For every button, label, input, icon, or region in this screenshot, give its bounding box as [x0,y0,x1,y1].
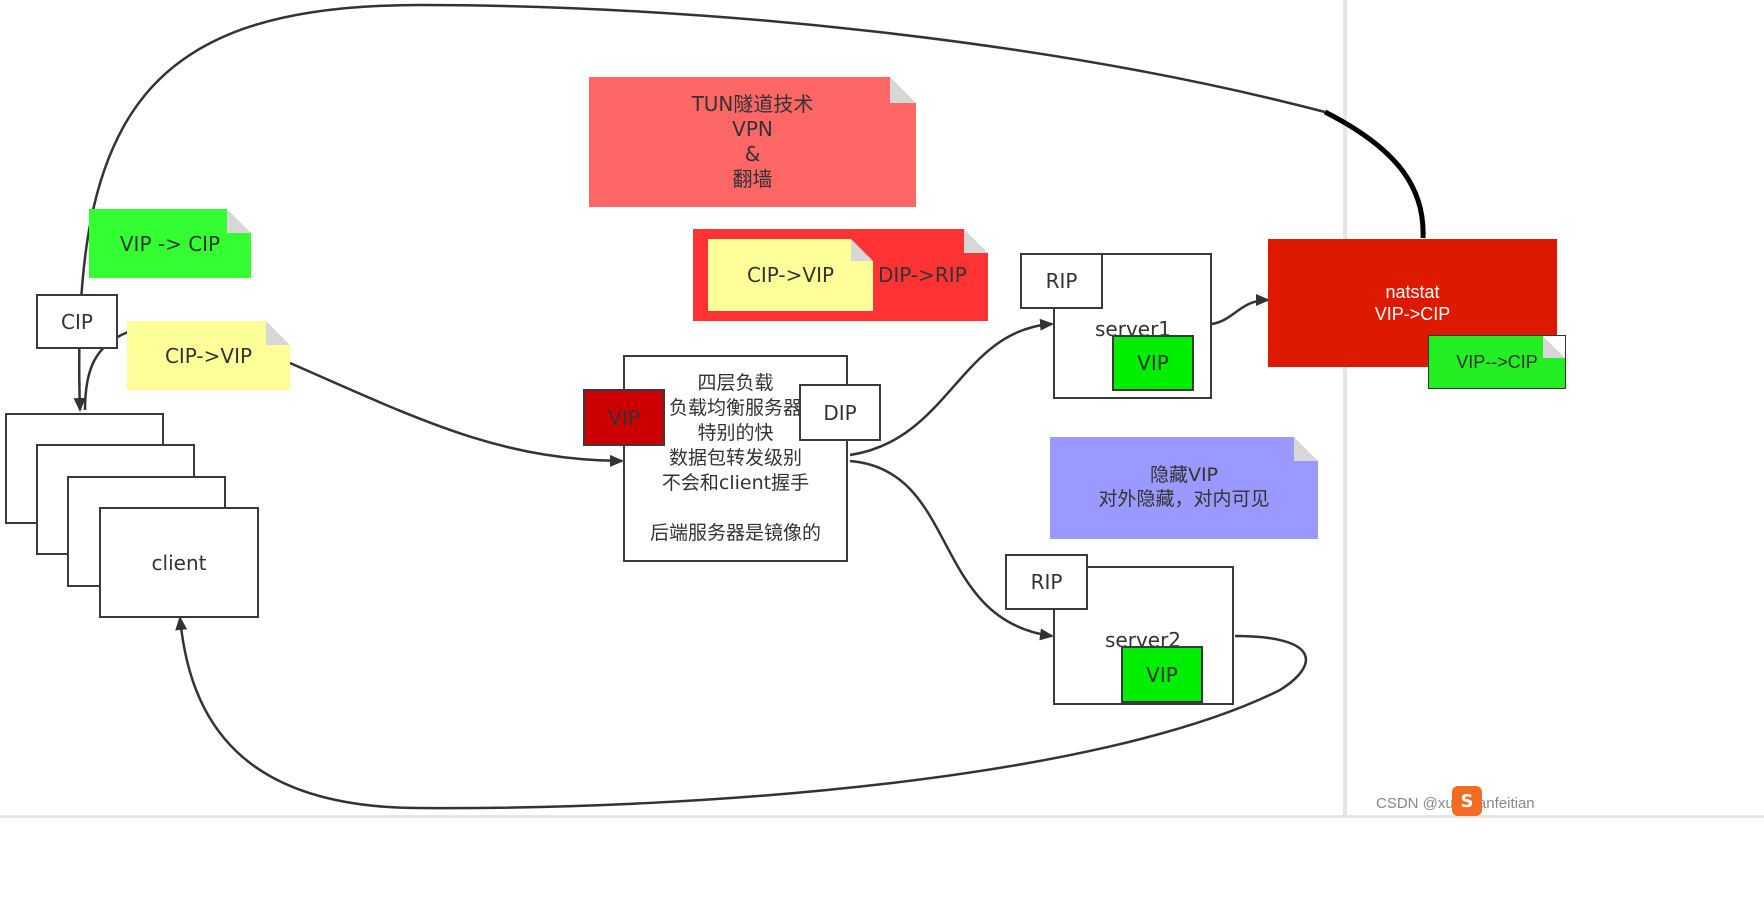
server1-to-natstat [1211,294,1270,326]
server2-rip-box: RIP [1005,554,1088,610]
load-balancer-text: 四层负载 负载均衡服务器 特别的快 数据包转发级别 不会和client握手 后端… [649,372,821,544]
client-label: client [151,550,207,575]
server1-rip-box: RIP [1020,253,1103,309]
tun-note: TUN隧道技术 VPN & 翻墙 [589,77,916,207]
hidden-vip-text: 隐藏VIP 对外隐藏，对内可见 [1098,464,1270,510]
lb-vip-box: VIP [583,389,665,446]
csdn-logo-icon: S [1452,786,1482,816]
client-box: client [99,507,259,618]
lb-dip-box: DIP [799,384,881,441]
cip-label: CIP [61,309,93,334]
vertical-divider [1343,0,1347,815]
lb-to-server2 [849,459,1054,641]
cip-box: CIP [36,294,118,349]
vip-cip-note-text: VIP -> CIP [119,231,221,256]
server2-vip-box: VIP [1121,646,1203,703]
natstat-bold-arc [1323,109,1426,239]
lb-to-server1 [849,318,1054,457]
inner-cip-vip-note: CIP->VIP [708,239,873,311]
server1-vip-label: VIP [1137,351,1169,375]
lb-dip-label: DIP [823,400,857,425]
note-fold [890,77,916,103]
server1-rip-label: RIP [1045,269,1078,293]
dip-rip-text: DIP->RIP [878,263,967,287]
natstat-text: natstat VIP->CIP [1374,281,1451,325]
note-fold [227,209,251,233]
vip-cip-return-text: VIP-->CIP [1456,351,1538,372]
hidden-vip-note: 隐藏VIP 对外隐藏，对内可见 [1050,437,1318,539]
packet-header-note: CIP->VIP DIP->RIP [693,229,988,321]
tun-note-text: TUN隧道技术 VPN & 翻墙 [691,92,814,191]
vip-cip-return-note: VIP-->CIP [1428,335,1566,389]
return-arc-top [73,3,1326,412]
note-fold [964,229,988,253]
note-fold [266,321,290,345]
lb-vip-label: VIP [608,405,640,430]
cip-vip-note: CIP->VIP [127,321,290,390]
note-fold [1294,437,1318,461]
server2-to-client [175,616,1308,810]
note-fold [851,239,873,261]
cip-vip-note-text: CIP->VIP [164,343,253,368]
vip-cip-note: VIP -> CIP [89,209,251,278]
bottom-divider [0,815,1764,818]
server2-rip-label: RIP [1030,570,1063,594]
server1-vip-box: VIP [1112,335,1194,391]
server2-vip-label: VIP [1146,662,1178,687]
inner-cip-vip-text: CIP->VIP [746,263,835,287]
cip-to-client [83,330,129,411]
client-to-lb [289,361,624,467]
note-fold [1543,336,1565,358]
